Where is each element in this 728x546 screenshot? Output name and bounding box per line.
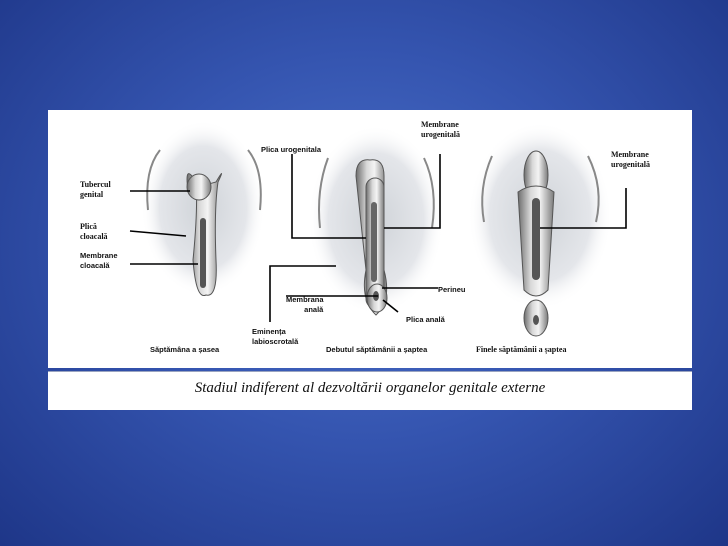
label-plica-urogenitala: Plica urogenitala (261, 145, 322, 154)
caption-panel: Stadiul indiferent al dezvoltării organe… (48, 371, 692, 410)
label-perineu: Perineu (438, 285, 466, 294)
stage-label-3: Finele săptămânii a șaptea (476, 345, 567, 354)
embryo-illustration (129, 120, 627, 337)
stage2-figure (308, 125, 444, 316)
label-plica-anala: Plica anală (406, 315, 445, 324)
stage3-figure (468, 122, 612, 337)
stage1-figure (141, 120, 265, 297)
stage-label-2: Debutul săptămânii a șaptea (326, 345, 428, 354)
stage-label-1: Săptămâna a șasea (150, 345, 220, 354)
slide-caption: Stadiul indiferent al dezvoltării organe… (194, 380, 546, 396)
